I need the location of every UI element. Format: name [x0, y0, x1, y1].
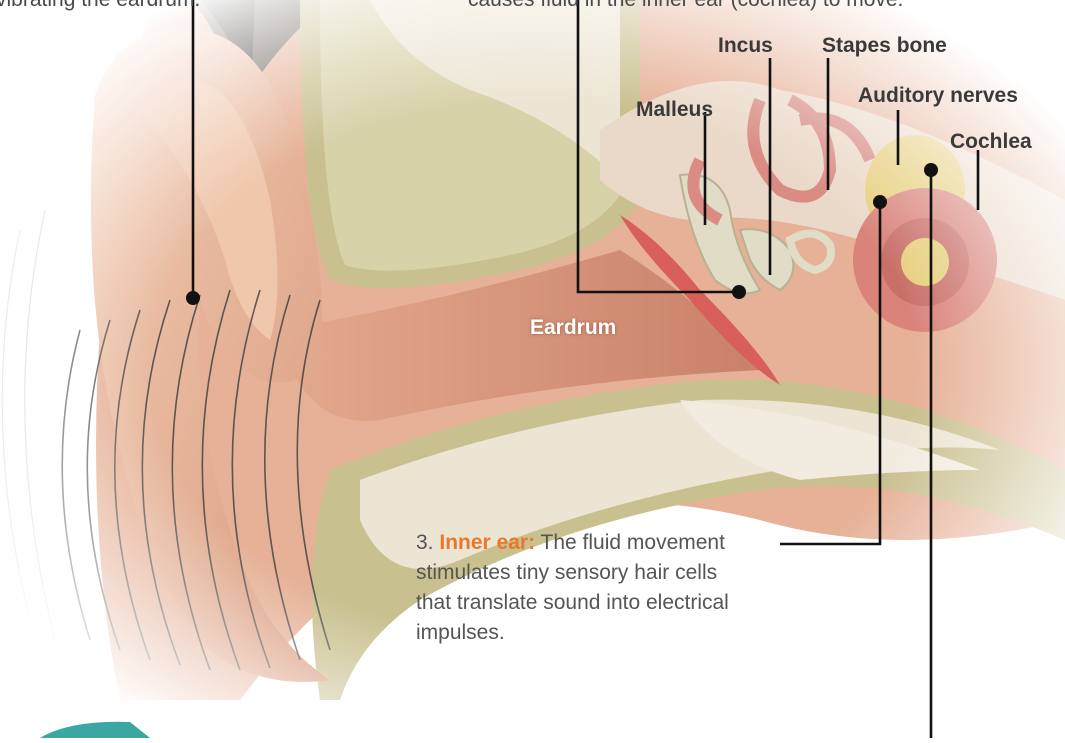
- label-incus: Incus: [718, 34, 773, 58]
- inner-ear-number: 3.: [416, 531, 434, 554]
- top-left-caption-fragment: vibrating the eardrum.: [0, 0, 200, 12]
- label-malleus: Malleus: [636, 98, 713, 122]
- label-stapes: Stapes bone: [822, 34, 947, 58]
- inner-ear-heading: Inner ear:: [439, 531, 535, 554]
- label-auditory-nerves: Auditory nerves: [858, 84, 1018, 108]
- inner-ear-note: 3. Inner ear: The fluid movement stimula…: [416, 528, 746, 648]
- top-right-caption-fragment: causes fluid in the inner ear (cochlea) …: [468, 0, 903, 12]
- label-cochlea: Cochlea: [950, 130, 1032, 154]
- label-eardrum: Eardrum: [530, 316, 616, 340]
